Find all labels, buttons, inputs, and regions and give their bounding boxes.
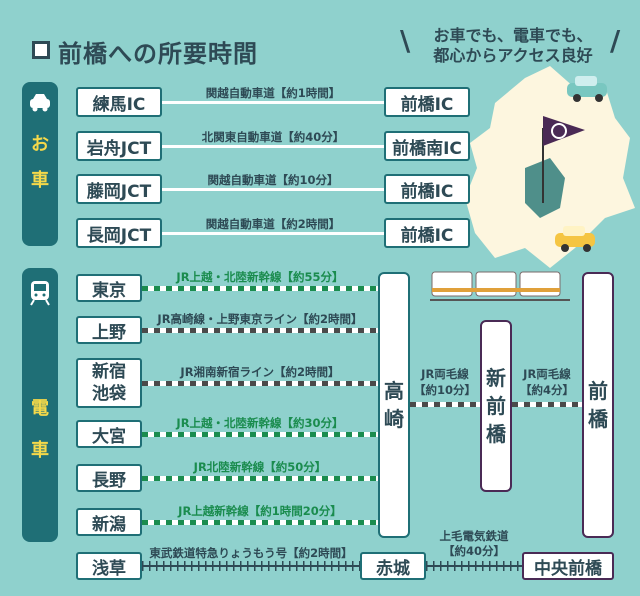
car-road-line: [162, 145, 384, 148]
tagline-line-1: お車でも、電車でも、: [433, 26, 593, 45]
gunma-map-illustration: [465, 66, 635, 268]
train-icon: [30, 281, 50, 306]
car-road-line: [162, 232, 384, 235]
car-route-label: 関越自動車道【約1時間】: [205, 86, 341, 100]
station-takasaki-char: 崎: [384, 407, 404, 431]
ryomo-label-line: JR両毛線: [421, 367, 469, 381]
ryomo-label-line: JR両毛線: [523, 367, 571, 381]
shinkansen-line: [142, 520, 378, 525]
station-niigata: 新潟: [76, 508, 142, 536]
station-nagano: 長野: [76, 464, 142, 492]
car-to-maebashi-ic: 前橋IC: [384, 218, 470, 248]
rail-route-label: JR高崎線・上野東京ライン【約2時間】: [157, 312, 363, 326]
tobu-line: [142, 565, 360, 567]
ryomo-label-2: JR両毛線 【約4分】: [512, 366, 582, 398]
car-icon-yellow: [555, 226, 595, 252]
car-icon: [30, 94, 50, 112]
rail-route-label: JR湘南新宿ライン【約2時間】: [180, 365, 340, 379]
station-omiya: 大宮: [76, 420, 142, 448]
rail-route-label: JR上越・北陸新幹線【約30分】: [176, 416, 344, 430]
car-from-nagaoka: 長岡JCT: [76, 218, 162, 248]
station-akagi: 赤城: [360, 552, 426, 580]
ryomo-label-line: 【約4分】: [519, 383, 574, 397]
title-square-icon: [32, 41, 50, 59]
flag-icon: [543, 116, 585, 146]
car-to-maebashi-ic: 前橋IC: [384, 87, 470, 117]
jomo-label-line: 【約40分】: [442, 544, 505, 558]
car-side-char-2: 車: [31, 170, 49, 191]
station-maebashi-char: 橋: [588, 407, 608, 431]
jr-line: [142, 328, 378, 333]
rail-route-label: JR北陸新幹線【約50分】: [193, 460, 327, 474]
jomo-route-label: 上毛電気鉄道 【約40分】: [426, 529, 522, 559]
car-from-fujioka: 藤岡JCT: [76, 174, 162, 204]
jr-line: [142, 381, 378, 386]
station-takasaki: 高 崎: [378, 272, 410, 538]
slash-left-icon: \: [400, 24, 411, 57]
tagline: お車でも、電車でも、 都心からアクセス良好: [418, 26, 608, 66]
ryomo-label-1: JR両毛線 【約10分】: [410, 366, 480, 398]
car-road-line: [162, 101, 384, 104]
station-chuo-maebashi: 中央前橋: [522, 552, 614, 580]
rail-route-label: JR上越新幹線【約1時間20分】: [178, 504, 342, 518]
shinkansen-line: [142, 286, 378, 291]
ryomo-line: [410, 402, 480, 407]
train-side-char-2: 車: [31, 440, 49, 461]
station-shinjuku-ikebukuro: 新宿 池袋: [76, 358, 142, 408]
rail-route-label: JR上越・北陸新幹線【約55分】: [176, 270, 344, 284]
station-shin-maebashi-char: 橋: [486, 422, 506, 446]
shinkansen-line: [142, 432, 378, 437]
car-route-label: 北関東自動車道【約40分】: [201, 130, 345, 144]
ryomo-line: [512, 402, 582, 407]
car-from-nerima: 練馬IC: [76, 87, 162, 117]
car-route-label: 関越自動車道【約2時間】: [205, 217, 341, 231]
tagline-line-2: 都心からアクセス良好: [433, 46, 593, 65]
station-tokyo: 東京: [76, 274, 142, 302]
car-from-iwafune: 岩舟JCT: [76, 131, 162, 161]
car-to-maebashi-minami-ic: 前橋南IC: [384, 131, 470, 161]
train-illustration: [430, 271, 570, 301]
train-side-char-1: 電: [31, 398, 49, 419]
station-shinjuku: 新宿: [92, 362, 126, 382]
station-shin-maebashi-char: 新: [486, 366, 506, 390]
car-side-char-1: お: [31, 134, 49, 155]
station-shin-maebashi: 新 前 橋: [480, 320, 512, 492]
slash-right-icon: /: [610, 24, 621, 57]
page-title: 前橋への所要時間: [58, 40, 258, 68]
station-ueno: 上野: [76, 316, 142, 344]
station-asakusa: 浅草: [76, 552, 142, 580]
station-maebashi: 前 橋: [582, 272, 614, 538]
station-takasaki-char: 高: [384, 379, 404, 403]
jomo-line: [426, 565, 522, 567]
jomo-label-line: 上毛電気鉄道: [439, 529, 509, 543]
ryomo-label-line: 【約10分】: [413, 383, 476, 397]
car-icon-teal: [567, 76, 607, 102]
tobu-route-label: 東武鉄道特急りょうもう号【約2時間】: [149, 546, 353, 560]
station-ikebukuro: 池袋: [92, 384, 126, 404]
car-road-line: [162, 188, 384, 191]
car-to-maebashi-ic: 前橋IC: [384, 174, 470, 204]
shinkansen-line: [142, 476, 378, 481]
car-side-panel: お 車: [22, 82, 58, 246]
car-route-label: 関越自動車道【約10分】: [207, 173, 339, 187]
station-shin-maebashi-char: 前: [486, 394, 506, 418]
station-maebashi-char: 前: [588, 379, 608, 403]
train-side-panel: 電 車: [22, 268, 58, 542]
